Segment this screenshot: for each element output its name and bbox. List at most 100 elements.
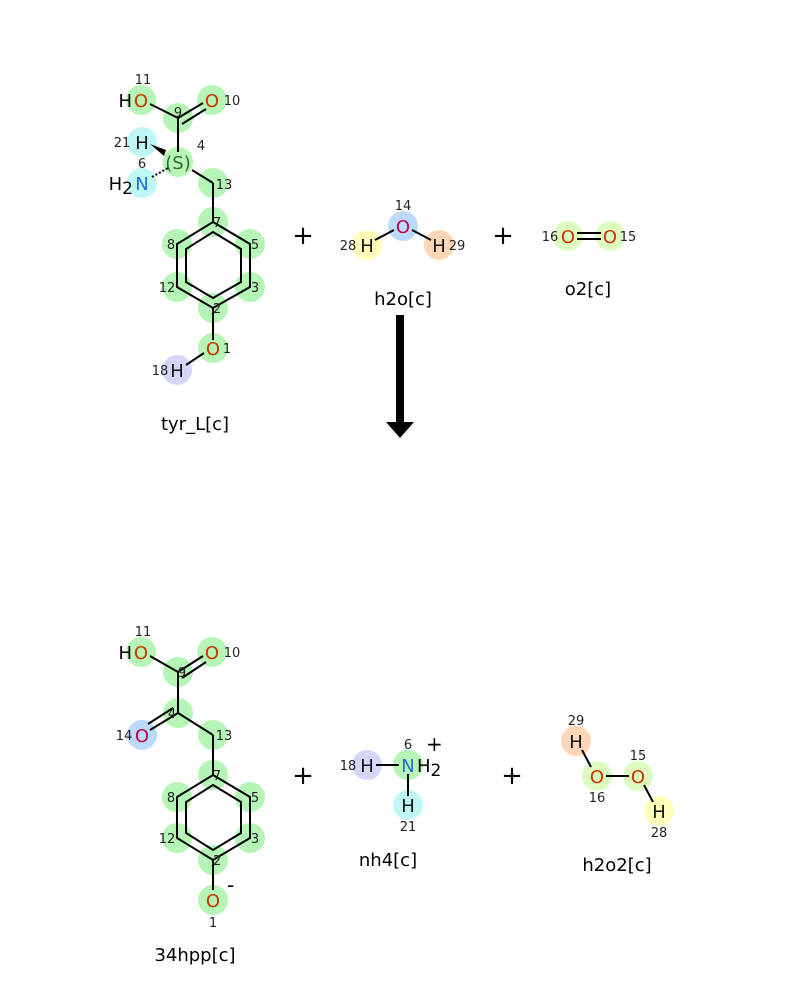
atom-number: 13 <box>216 178 233 193</box>
atom-number: 1 <box>209 916 217 931</box>
atom-number: 21 <box>400 820 417 835</box>
atom-highlight <box>127 720 157 750</box>
atom-highlight <box>595 221 625 251</box>
atom-number: 5 <box>251 238 259 253</box>
atom-symbol: H <box>135 133 149 154</box>
atom-symbol: H <box>569 732 583 753</box>
molecule-label-o2: o2[c] <box>565 279 611 300</box>
atom-number: 10 <box>224 646 241 661</box>
atom-number: 4 <box>168 707 176 722</box>
atom-O-15: 15O <box>603 227 636 248</box>
atom-symbol: O <box>206 891 220 912</box>
atom-symbol: H <box>652 802 666 823</box>
atom-H-29: 29H <box>568 714 585 753</box>
atom-number: 12 <box>159 832 176 847</box>
atom-highlight <box>582 761 612 791</box>
bonds <box>147 102 654 890</box>
atom-symbol: (S) <box>165 153 190 174</box>
atom-C-7: 7 <box>213 216 221 231</box>
atom-O-10: 10O <box>205 91 240 112</box>
atom-number: 14 <box>395 199 412 214</box>
atom-highlight <box>198 333 228 363</box>
atom-highlight <box>162 355 192 385</box>
atom-C-5: 5 <box>251 791 259 806</box>
atom-number: 3 <box>251 281 259 296</box>
atom-symbol: O <box>205 91 219 112</box>
atom-highlight <box>198 885 228 915</box>
atom-symbol: O <box>206 339 220 360</box>
atom-number: 16 <box>589 791 606 806</box>
atom-number: 8 <box>167 238 175 253</box>
atom-number: 15 <box>630 749 647 764</box>
atom-suffix: H2 <box>417 756 441 781</box>
atom-number: 15 <box>620 230 637 245</box>
atom-H-29: 29H <box>432 236 465 257</box>
atom-highlight <box>352 750 382 780</box>
atom-highlight <box>424 230 454 260</box>
atom-H-21: 21 H <box>400 796 417 835</box>
atom-C-8: 8 <box>167 791 175 806</box>
molecule-label-nh4: nh4[c] <box>359 850 417 871</box>
atom-number: 5 <box>251 791 259 806</box>
atom-number: 21 <box>114 136 131 151</box>
atom-highlight <box>197 85 227 115</box>
atom-symbol: O <box>135 726 149 747</box>
atom-C-13: 13 <box>216 729 233 744</box>
atom-number: 2 <box>213 854 221 869</box>
atom-number: 11 <box>135 625 152 640</box>
atom-highlight <box>126 85 156 115</box>
atom-symbol: O <box>134 643 148 664</box>
atom-highlight <box>126 637 156 667</box>
atom-O-14: 14O <box>395 199 412 238</box>
atom-number: 9 <box>174 106 182 121</box>
atom-number: 2 <box>213 302 221 317</box>
atom-C-7: 7 <box>213 769 221 784</box>
atom-symbol: O <box>561 227 575 248</box>
atom-prefix: H <box>118 91 132 112</box>
atom-highlight <box>553 221 583 251</box>
atom-highlight <box>393 790 423 820</box>
atom-symbol: N <box>401 756 414 777</box>
atom-number: 28 <box>651 826 668 841</box>
atom-symbol: O <box>134 91 148 112</box>
atom-number: 3 <box>251 832 259 847</box>
atom-number: 29 <box>449 239 466 254</box>
atom-O-10: 10O <box>205 643 240 664</box>
atom-O-16: 16O <box>589 767 606 806</box>
plus-sign: + <box>292 761 314 791</box>
atom-highlight <box>561 726 591 756</box>
atom-number: 12 <box>159 281 176 296</box>
atom-symbol: H <box>432 236 446 257</box>
plus-sign: + <box>501 761 523 791</box>
atom-C-3: 3 <box>251 832 259 847</box>
plus-sign: + <box>292 221 314 251</box>
atom-number: 1 <box>223 342 231 357</box>
atom-highlight <box>352 230 382 260</box>
atom-symbol: N <box>135 174 148 195</box>
atom-symbol: O <box>631 767 645 788</box>
atom-number: 16 <box>542 230 559 245</box>
atom-highlight <box>127 168 157 198</box>
atom-number: 13 <box>216 729 233 744</box>
atom-symbol: H <box>401 796 415 817</box>
atom-highlight <box>623 761 653 791</box>
reaction-arrow-icon <box>386 315 414 438</box>
atom-number: 29 <box>568 714 585 729</box>
atom-highlight <box>127 127 157 157</box>
atom-C-12: 12 <box>159 832 176 847</box>
charge-label: - <box>227 873 234 897</box>
atom-number: 4 <box>197 139 205 154</box>
atom-highlight <box>197 637 227 667</box>
molecule-label-tyr-l: tyr_L[c] <box>161 414 229 435</box>
atom-C-4: 4 <box>168 707 176 722</box>
atom-number: 18 <box>340 759 357 774</box>
